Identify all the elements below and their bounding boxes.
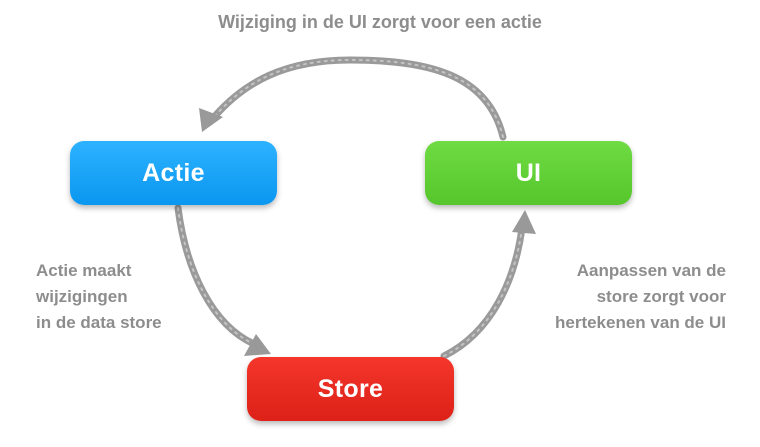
arrow-ui-to-actie (199, 56, 507, 141)
node-store: Store (247, 357, 454, 421)
node-ui: UI (425, 141, 632, 205)
label-store-to-ui-line-2: store zorgt voor (596, 287, 726, 306)
label-store-to-ui-line-1: Aanpassen van de (576, 261, 726, 280)
label-actie-to-store-line-3: in de data store (36, 313, 162, 332)
label-actie-to-store-line-1: Actie maakt (36, 261, 132, 280)
label-store-to-ui: Aanpassen van de store zorgt voor hertek… (480, 258, 726, 336)
node-actie: Actie (70, 141, 277, 205)
label-actie-to-store: Actie maakt wijzigingen in de data store (36, 258, 162, 336)
arrow-store-to-ui (440, 210, 536, 360)
label-store-to-ui-line-3: hertekenen van de UI (554, 313, 726, 332)
label-ui-to-actie: Wijziging in de UI zorgt voor een actie (218, 12, 542, 32)
arrow-actie-to-store (174, 204, 271, 356)
label-actie-to-store-line-2: wijzigingen (36, 287, 128, 306)
